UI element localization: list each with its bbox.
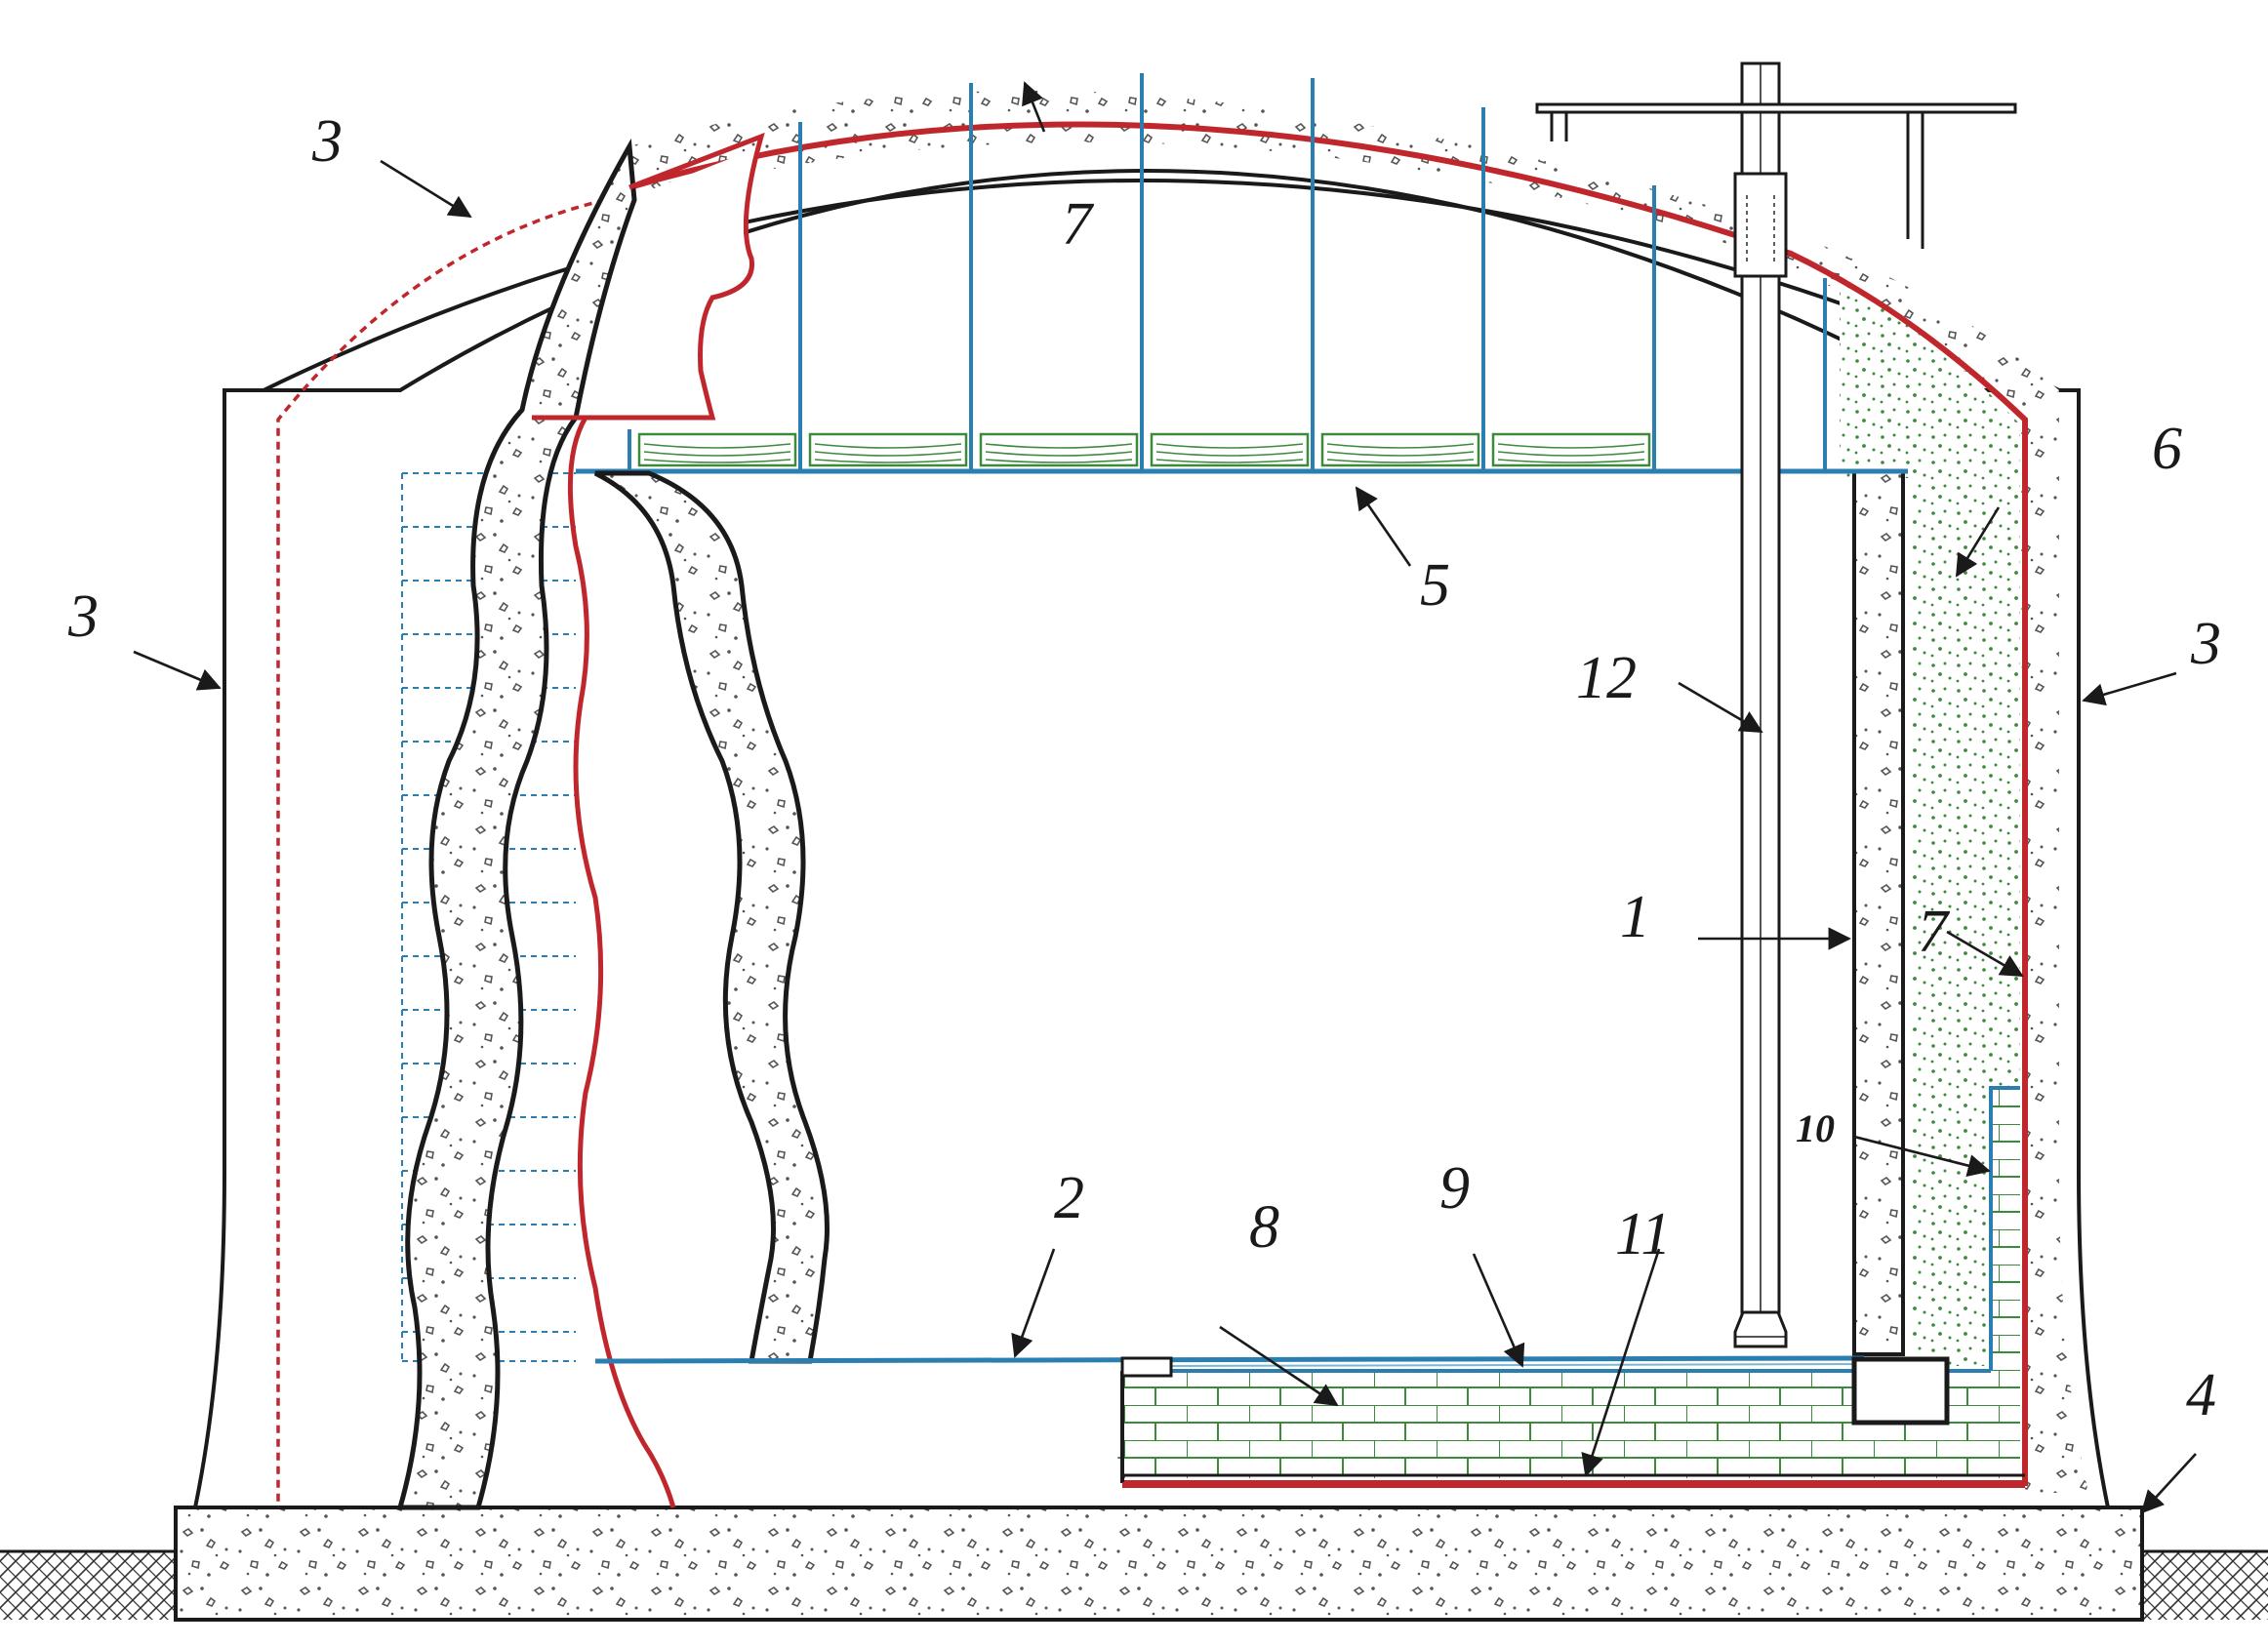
cutaway-concrete-strip-outer bbox=[396, 138, 637, 1510]
label-3-roof: 3 bbox=[311, 108, 343, 175]
roof-platform bbox=[1535, 102, 2017, 249]
label-5: 5 bbox=[1420, 552, 1450, 619]
label-4: 4 bbox=[2186, 1362, 2216, 1428]
membrane-liner-roof bbox=[628, 121, 2028, 1486]
ring-beam-block bbox=[1851, 1356, 1950, 1426]
membrane-dotted-outline bbox=[276, 198, 606, 1507]
leader-arrows bbox=[133, 81, 2197, 1514]
corner-protection bbox=[1989, 1086, 2020, 1371]
label-8: 8 bbox=[1249, 1194, 1279, 1261]
label-6: 6 bbox=[2152, 416, 2182, 482]
pump-column bbox=[1733, 61, 1788, 1348]
tank-bottom bbox=[594, 1355, 1865, 1364]
label-3-right: 3 bbox=[2190, 611, 2221, 677]
label-11: 11 bbox=[1615, 1201, 1671, 1267]
foundation-slab bbox=[174, 1506, 2144, 1622]
label-10: 10 bbox=[1796, 1106, 1835, 1150]
label-7-roof: 7 bbox=[1062, 191, 1095, 258]
label-2: 2 bbox=[1054, 1165, 1084, 1231]
deck-insulation-blocks bbox=[637, 432, 1651, 467]
label-1: 1 bbox=[1620, 884, 1650, 950]
membrane-liner-torn bbox=[532, 132, 765, 1508]
inner-tank-wall bbox=[1852, 469, 1905, 1356]
label-7-wall: 7 bbox=[1918, 899, 1951, 965]
label-3-left: 3 bbox=[67, 583, 99, 650]
label-12: 12 bbox=[1576, 645, 1637, 711]
bottom-insulation-bricks bbox=[1117, 1088, 2020, 1478]
anchor-block bbox=[1120, 1356, 1173, 1378]
label-9: 9 bbox=[1439, 1155, 1470, 1222]
callout-labels: 3 3 3 7 5 6 12 1 7 10 2 8 9 11 4 bbox=[67, 108, 2221, 1428]
ground bbox=[0, 1549, 2268, 1620]
deck-hangers bbox=[628, 73, 1827, 471]
right-wall-concrete bbox=[2020, 390, 2088, 1493]
